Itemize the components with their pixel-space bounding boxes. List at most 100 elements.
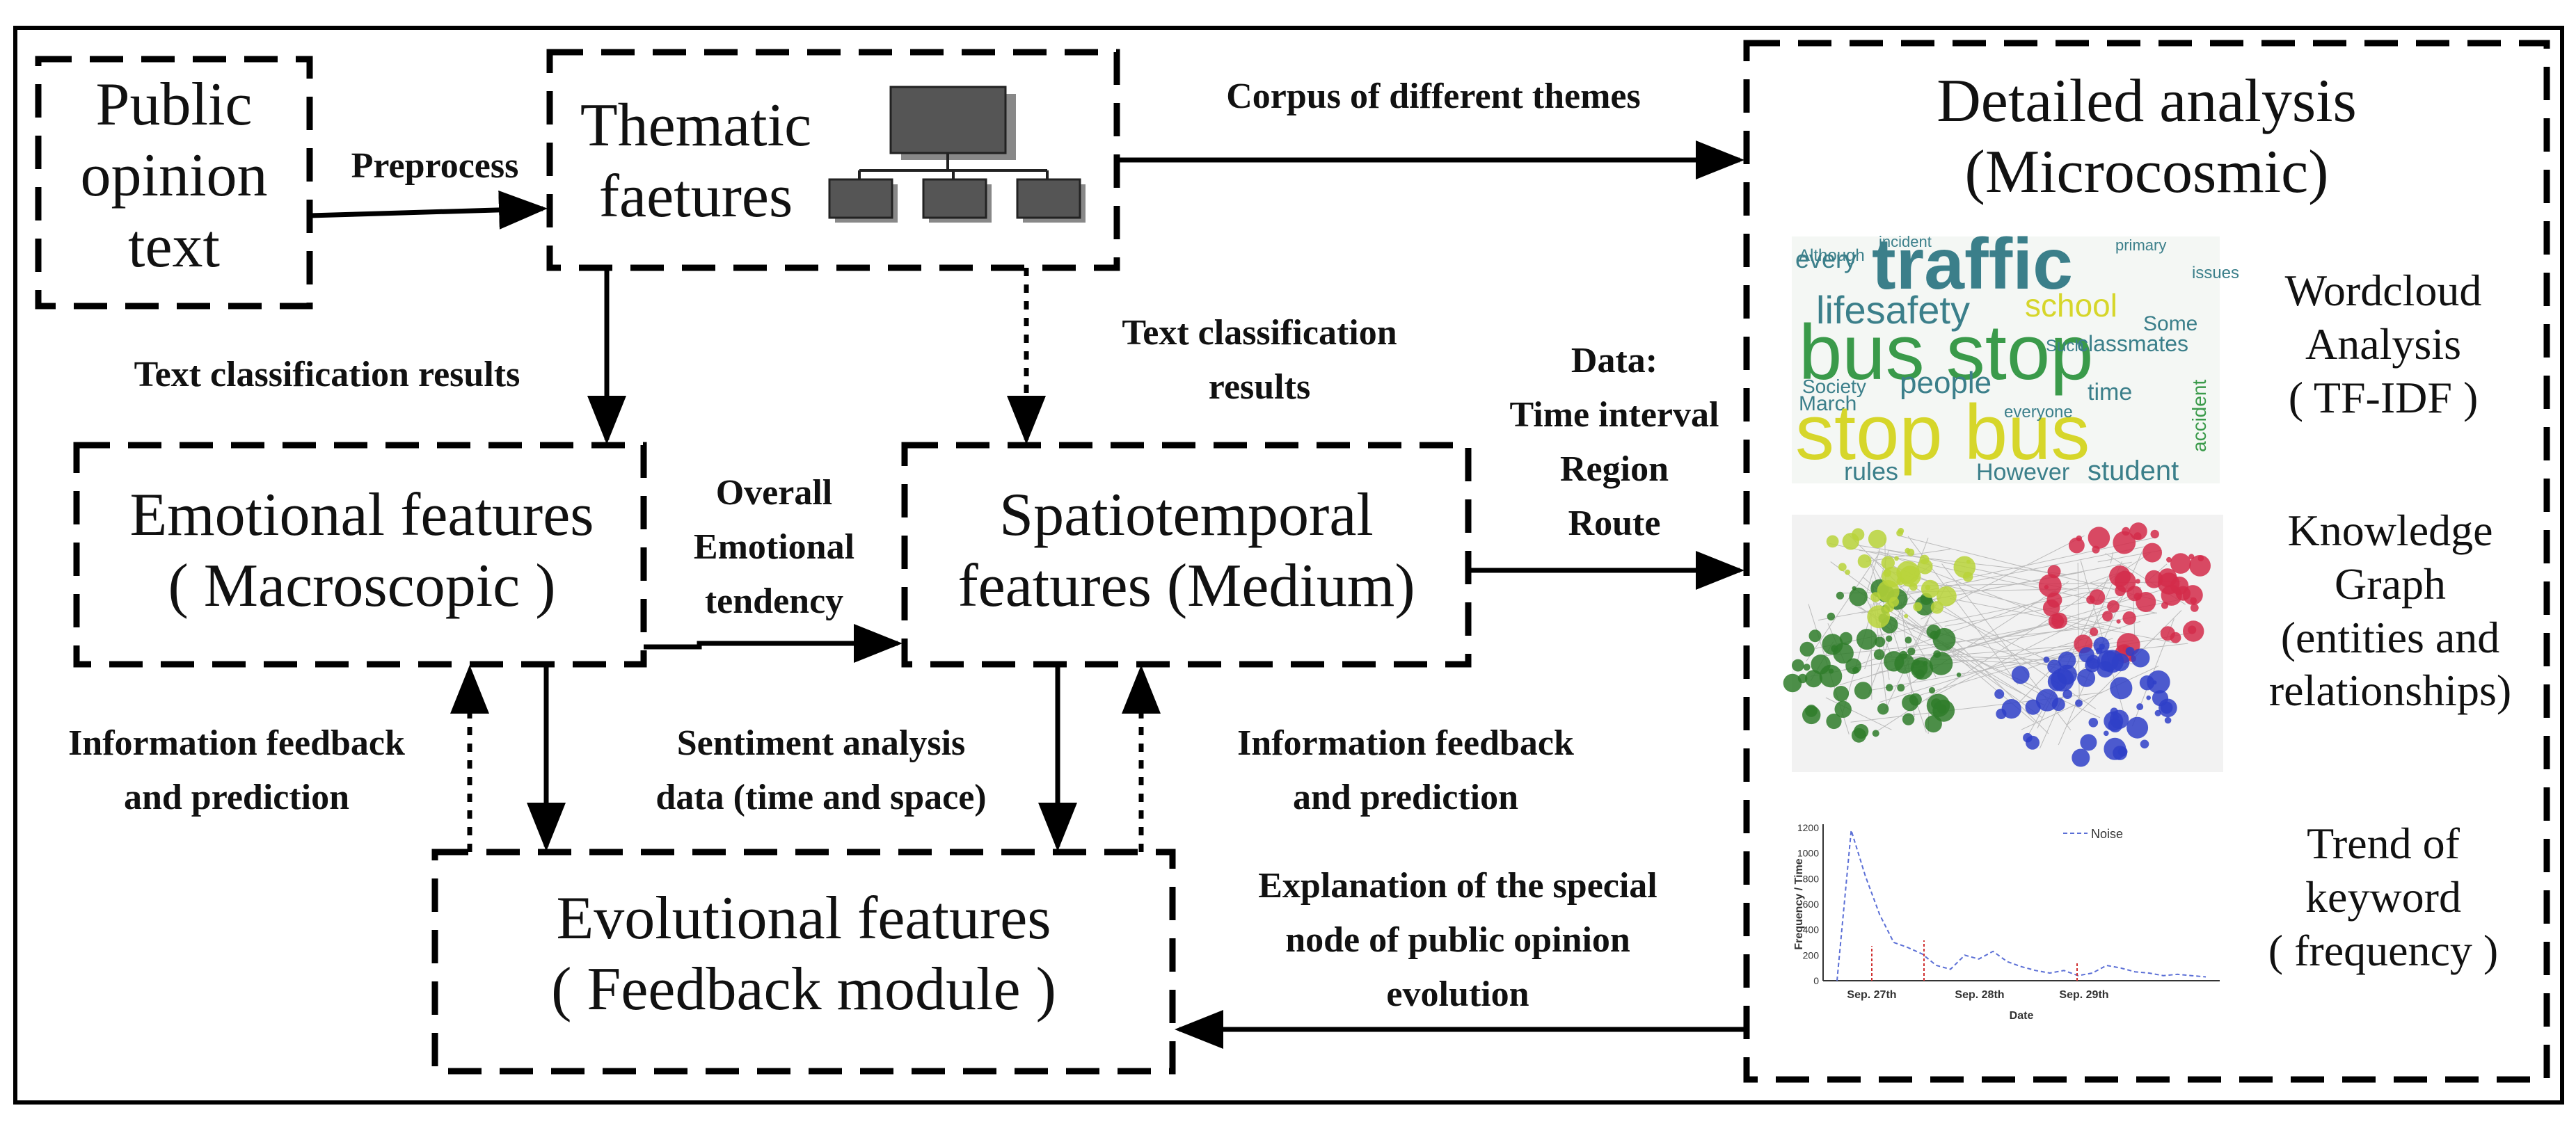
kg-node: [1881, 556, 1895, 570]
kg-node: [1902, 694, 1919, 712]
trend-ylabel: Frequency / Time: [1793, 858, 1805, 949]
kg-node: [1792, 659, 1804, 672]
kg-node: [2189, 555, 2211, 577]
kg-node: [1867, 605, 1891, 629]
svg-text:Although: Although: [1799, 246, 1865, 265]
kg-node: [1868, 529, 1887, 549]
svg-text:time: time: [2088, 379, 2132, 406]
kg-node: [2043, 656, 2050, 663]
corpus-label: Corpus of different themes: [1226, 77, 1641, 116]
kg-node: [2104, 730, 2109, 737]
svg-text:issues: issues: [2192, 264, 2239, 282]
kg-node: [2042, 599, 2060, 617]
kg-node: [1886, 635, 1893, 642]
kg-node: [1929, 652, 1953, 675]
kg-node: [1854, 723, 1869, 739]
svg-text:Society: Society: [1802, 376, 1866, 397]
kg-node: [2062, 689, 2072, 699]
kg-node: [2183, 620, 2204, 642]
kg-edge: [1898, 535, 2172, 604]
spatiotemporal-label: Spatiotemporal features (Medium): [957, 481, 1415, 620]
sentiment-label: Sentiment analysis data (time and space): [655, 723, 987, 817]
kg-node: [2126, 716, 2149, 739]
kg-node: [2110, 677, 2133, 700]
trend-ytick-label: 200: [1803, 949, 1820, 961]
info-feedback-left-label: Information feedback and prediction: [68, 723, 405, 817]
kg-node: [1886, 684, 1893, 691]
kg-node: [1805, 705, 1818, 717]
kg-node: [1902, 713, 1915, 725]
kg-node: [1877, 703, 1889, 715]
kg-node: [1783, 673, 1802, 693]
kg-node: [1839, 632, 1853, 645]
kg-node: [2104, 737, 2126, 760]
kg-edge: [1825, 697, 1892, 730]
kg-node: [2099, 643, 2105, 650]
explanation-label: Explanation of the special node of publi…: [1258, 866, 1657, 1014]
kg-node: [2129, 522, 2147, 540]
kg-node: [2154, 709, 2161, 716]
trend-ytick-label: 600: [1803, 899, 1820, 910]
svg-text:Such: Such: [2046, 337, 2084, 355]
svg-text:traffic: traffic: [1872, 224, 2073, 305]
arrow-overall-emotional: [644, 624, 903, 663]
public-opinion-box: [35, 56, 313, 310]
kg-node: [2152, 690, 2169, 707]
data-label: Data: Time interval Region Route: [1509, 341, 1719, 543]
kg-node: [1856, 629, 1877, 650]
trend-ytick-label: 1000: [1797, 848, 1819, 859]
kg-edge: [2021, 666, 2159, 730]
kg-node: [1826, 713, 1842, 730]
kg-node: [2142, 543, 2162, 563]
kg-node: [1915, 669, 1925, 679]
kg-node: [2146, 695, 2151, 700]
kg-node: [1838, 563, 1847, 572]
kg-node: [2188, 554, 2195, 560]
emotional-box: [73, 442, 647, 668]
svg-text:everyone: everyone: [2004, 403, 2073, 421]
kg-node: [2001, 699, 2021, 719]
trend-xtick-label: Sep. 29th: [2059, 989, 2108, 1001]
kg-node: [2047, 659, 2062, 674]
svg-text:classmates: classmates: [2077, 331, 2188, 356]
kg-node: [2140, 739, 2149, 749]
kg-node: [2158, 568, 2177, 588]
kg-node: [2166, 556, 2172, 563]
kg-node: [1836, 591, 1844, 600]
svg-text:March: March: [1799, 392, 1857, 415]
kg-edge: [1850, 692, 2102, 723]
kg-node: [2080, 734, 2097, 751]
kg-node: [2114, 570, 2136, 593]
trend-panel-label: Trend of keyword ( frequency ): [2268, 819, 2499, 975]
kg-node: [1834, 700, 1852, 718]
kg-node: [1994, 689, 2005, 699]
kg-edge: [1861, 561, 2132, 613]
evolutional-box: [431, 849, 1176, 1075]
arrow-preprocess: [309, 190, 548, 230]
kg-node: [2072, 748, 2090, 767]
svg-text:stop bus: stop bus: [1795, 389, 2090, 476]
svg-text:lifesafety: lifesafety: [1816, 288, 1970, 332]
kg-node: [2122, 527, 2131, 536]
kg-node: [1904, 613, 1909, 618]
kg-node: [1873, 649, 1885, 660]
spatiotemporal-box: [901, 442, 1472, 668]
kg-node: [2088, 718, 2099, 728]
knowledge-panel-label: Knowledge Graph (entities and relationsh…: [2268, 506, 2512, 716]
kg-node: [1953, 556, 1976, 579]
info-feedback-right-label: Information feedback and prediction: [1237, 723, 1574, 817]
kg-node: [1857, 554, 1872, 568]
trend-xtick-label: Sep. 27th: [1847, 989, 1896, 1001]
kg-node: [1845, 569, 1851, 575]
kg-node: [1882, 566, 1902, 588]
kg-node: [2170, 553, 2191, 574]
svg-text:student: student: [2088, 456, 2179, 486]
kg-edge: [1866, 549, 1950, 562]
trend-ytick-label: 1200: [1797, 822, 1819, 833]
trend-ytick-label: 0: [1813, 975, 1819, 986]
kg-node: [1907, 548, 1915, 556]
kg-node: [2122, 611, 2136, 625]
kg-node: [2136, 592, 2156, 612]
overall-emotional-label: Overall Emotional tendency: [693, 473, 855, 621]
